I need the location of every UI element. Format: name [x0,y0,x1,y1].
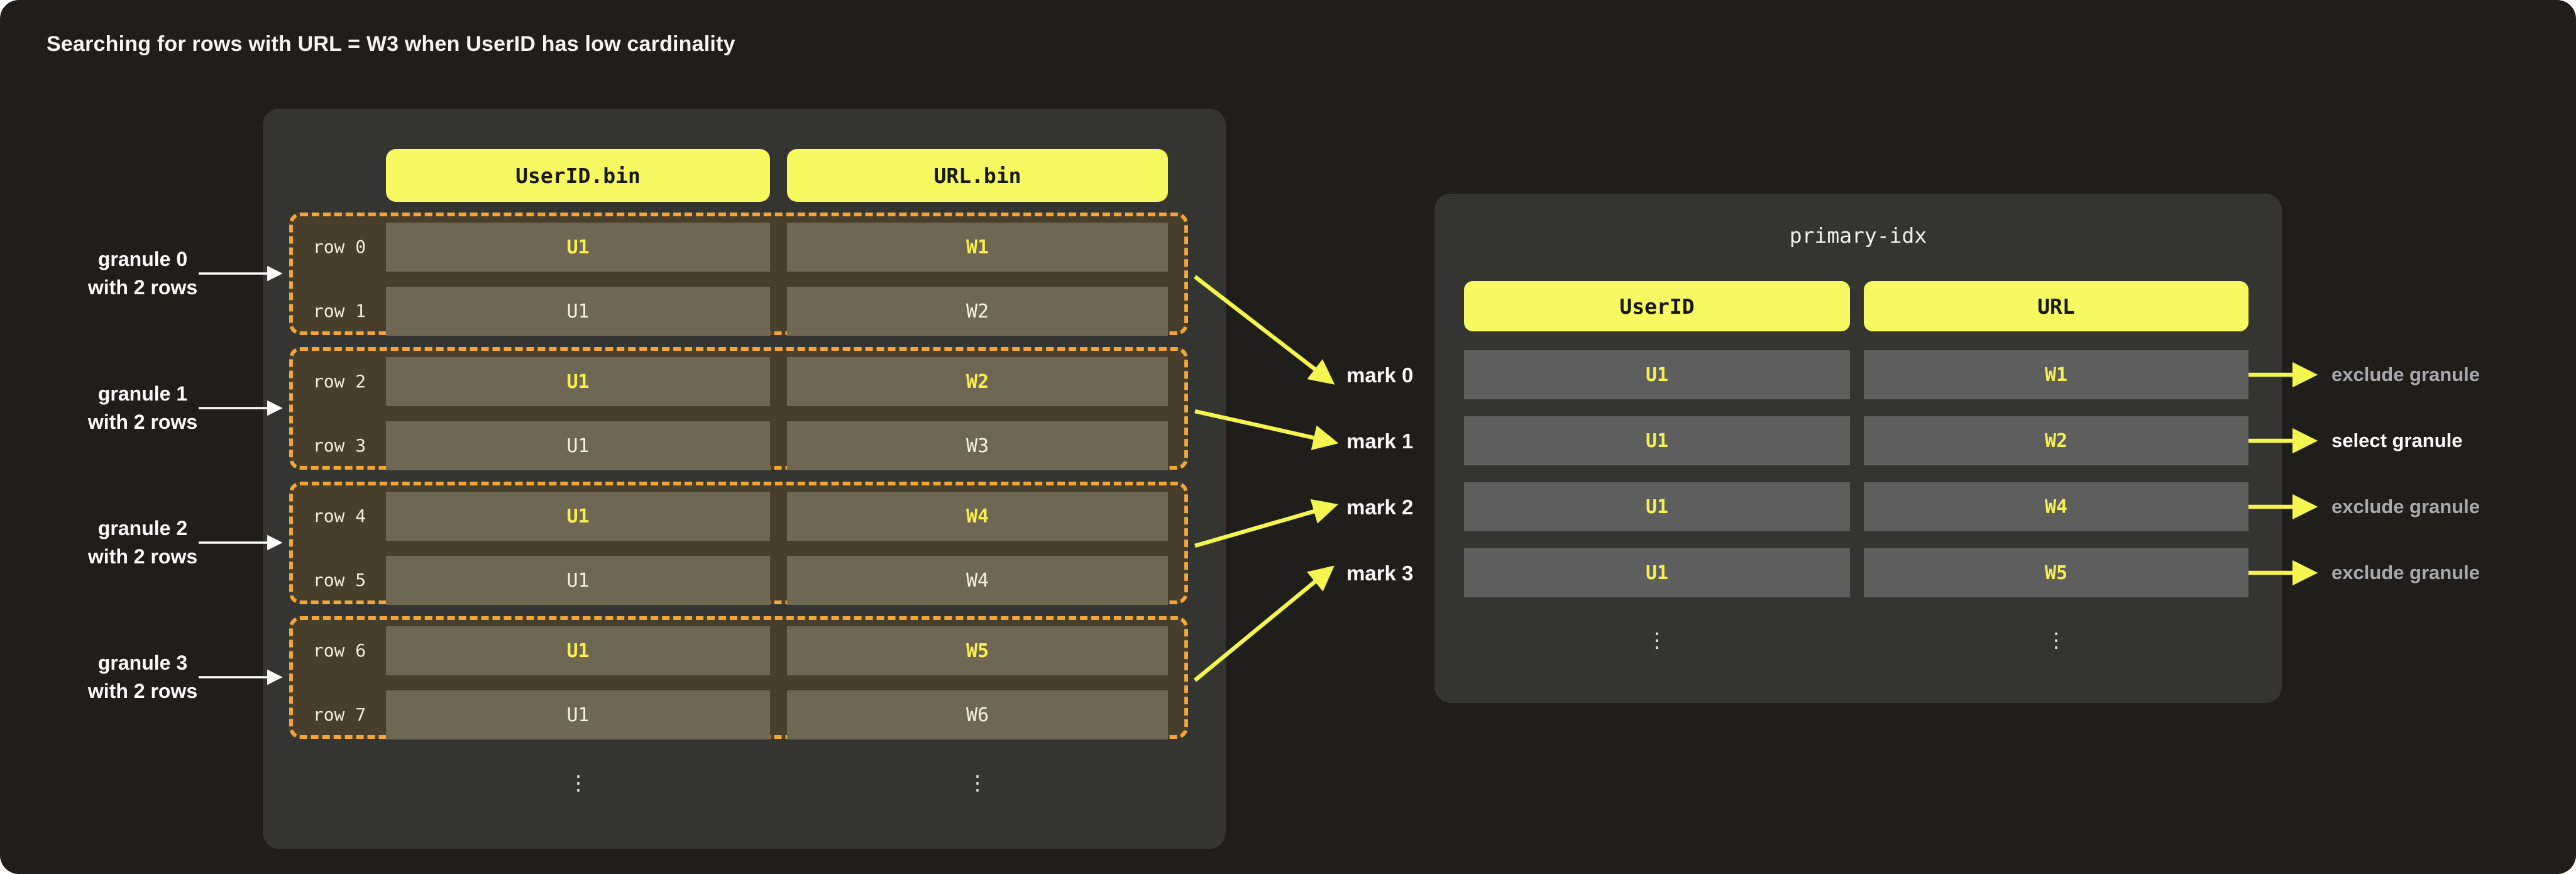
url-cell: W5 [787,626,1168,675]
granule-1-box: row 2 row 3 U1 W2 U1 W3 [289,347,1188,470]
userid-cell: U1 [386,223,770,272]
row-label: row 6 [312,640,366,661]
userid-cell: U1 [386,556,770,605]
decision-label-exclude-granule-0: exclude granule [2331,363,2480,385]
row-label: row 0 [312,236,366,257]
page-title: Searching for rows with URL = W3 when Us… [47,32,735,56]
index-userid-ellipsis: ⋮ [1647,628,1667,652]
decision-label-select-granule-1: select granule [2331,429,2463,451]
userid-cell: U1 [386,421,770,470]
url-bin-ellipsis: ⋮ [967,771,988,795]
index-url-cell: W4 [1864,482,2248,531]
row-label: row 2 [312,371,366,392]
index-userid-cell: U1 [1464,482,1850,531]
userid-cell: U1 [386,626,770,675]
index-userid-cell: U1 [1464,350,1850,399]
granule-0-box: row 0 row 1 U1 W1 U1 W2 [289,213,1188,336]
index-userid-cell: U1 [1464,416,1850,465]
row-label: row 1 [312,301,366,321]
index-url-cell: W2 [1864,416,2248,465]
userid-cell: U1 [386,690,770,739]
url-cell: W1 [787,223,1168,272]
granule-3-box: row 6 row 7 U1 W5 U1 W6 [289,616,1188,739]
decision-label-exclude-granule-2: exclude granule [2331,495,2480,517]
row-label: row 5 [312,570,366,590]
decision-label-exclude-granule-3: exclude granule [2331,561,2480,584]
url-cell: W2 [787,287,1168,336]
index-userid-cell: U1 [1464,548,1850,597]
url-cell: W4 [787,492,1168,541]
granule-2-label: granule 2 with 2 rows [87,517,198,568]
row-label: row 7 [312,704,366,725]
row-label: row 4 [312,506,366,526]
url-cell: W3 [787,421,1168,470]
granule-1-label: granule 1 with 2 rows [87,382,198,433]
userid-cell: U1 [386,492,770,541]
url-index-column-header: URL [1864,281,2248,331]
index-url-ellipsis: ⋮ [2046,628,2066,652]
userid-bin-column-header: UserID.bin [386,149,770,202]
url-cell: W2 [787,357,1168,406]
mark-2-label: mark 2 [1346,495,1414,519]
index-url-cell: W1 [1864,350,2248,399]
primary-index-title: primary-idx [1789,223,1927,248]
url-cell: W6 [787,690,1168,739]
userid-index-column-header: UserID [1464,281,1850,331]
granule-0-label: granule 0 with 2 rows [87,248,198,299]
url-cell: W4 [787,556,1168,605]
granule-2-box: row 4 row 5 U1 W4 U1 W4 [289,482,1188,605]
mark-3-label: mark 3 [1346,561,1414,585]
userid-cell: U1 [386,357,770,406]
mark-1-label: mark 1 [1346,429,1414,453]
row-label: row 3 [312,435,366,456]
url-bin-column-header: URL.bin [787,149,1168,202]
userid-cell: U1 [386,287,770,336]
userid-bin-ellipsis: ⋮ [568,771,588,795]
index-url-cell: W5 [1864,548,2248,597]
granule-3-label: granule 3 with 2 rows [87,651,198,702]
mark-0-label: mark 0 [1346,363,1414,387]
